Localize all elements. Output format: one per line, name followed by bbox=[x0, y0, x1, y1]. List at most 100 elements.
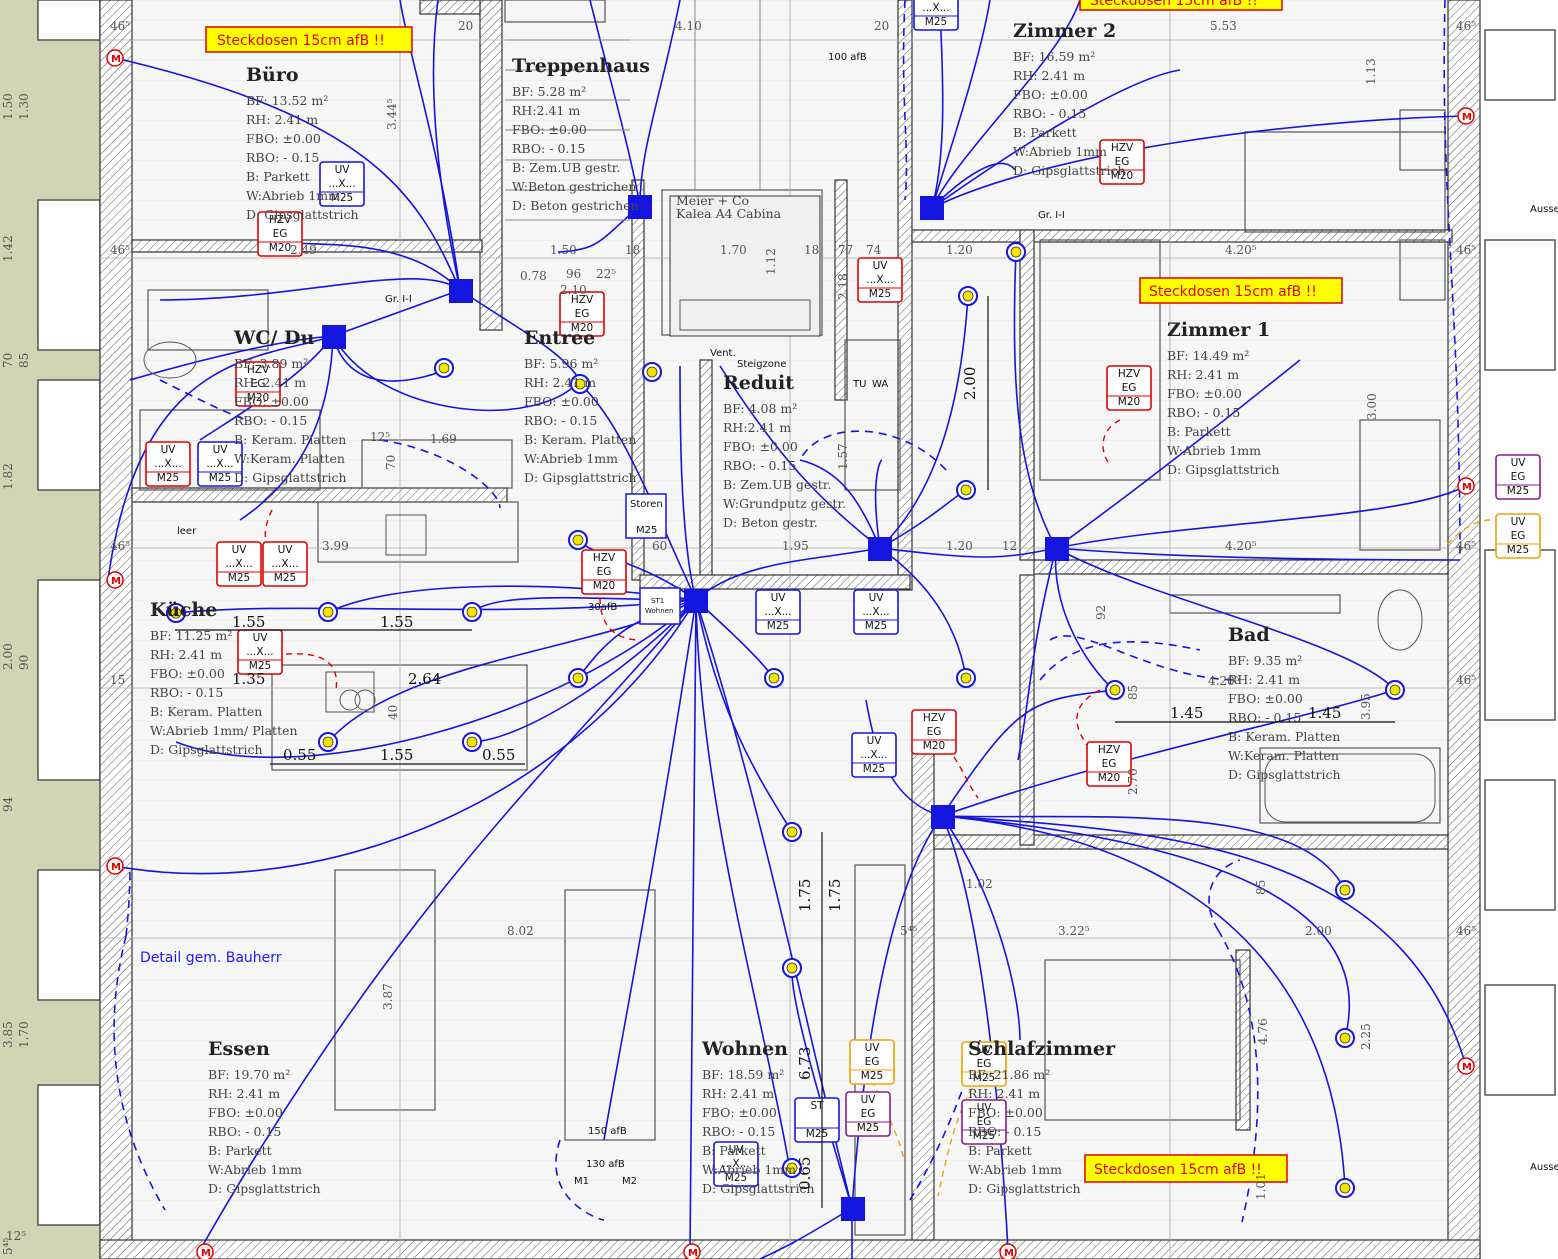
room-info-line: BF: 16.59 m² bbox=[1013, 49, 1095, 64]
room-info-line: D: Gipsglattstrich bbox=[246, 207, 359, 222]
light-fixture-icon bbox=[1105, 680, 1125, 700]
marker-letter: M bbox=[1462, 482, 1472, 493]
junction-boxes bbox=[322, 195, 1069, 1221]
side-dimension: 1.70 bbox=[17, 1021, 31, 1048]
box-text: EG bbox=[1102, 758, 1117, 770]
room-info-line: BF: 19.70 m² bbox=[208, 1067, 290, 1082]
dimension-label: 46⁵ bbox=[1456, 924, 1476, 938]
dimension-label: 40 bbox=[386, 705, 400, 720]
dimension-label: 20 bbox=[458, 19, 473, 33]
box-text: HZV bbox=[1111, 142, 1134, 154]
gr-label-2: Gr. I-I bbox=[1038, 210, 1065, 221]
dimension-label: 1.55 bbox=[232, 613, 265, 631]
room-info-line: FBO: ±0.00 bbox=[1167, 386, 1242, 401]
notes: Steckdosen 15cm afB !! Steckdosen 15cm a… bbox=[205, 0, 1343, 1183]
light-fixture-icon bbox=[956, 480, 976, 500]
side-dimension: 5⁴⁵ bbox=[1, 1238, 15, 1255]
box-text: M25 bbox=[973, 1072, 995, 1084]
room-info-line: RBO: - 0.15 bbox=[524, 413, 597, 428]
afb-130: 130 afB bbox=[586, 1159, 625, 1170]
dimension-label: 2.00 bbox=[1305, 924, 1332, 938]
room-info-line: B: Keram. Platten bbox=[150, 704, 262, 719]
dimension-label: 0.65 bbox=[796, 1157, 814, 1190]
uv-box: UV...X...M25 bbox=[851, 732, 897, 778]
box-text: ST bbox=[810, 1100, 824, 1112]
box-text: ...X... bbox=[862, 606, 889, 618]
room-info-line: B: Parkett bbox=[702, 1143, 766, 1158]
marker-letter: M bbox=[111, 54, 121, 65]
box-text: UV bbox=[977, 1044, 993, 1056]
box-text: M20 bbox=[1098, 772, 1120, 784]
light-fixture-icon bbox=[318, 602, 338, 622]
side-dimension: 3.85 bbox=[1, 1021, 15, 1048]
box-text: M25 bbox=[806, 1128, 828, 1140]
box-text: EG bbox=[575, 308, 590, 320]
box-text: UV bbox=[771, 592, 787, 604]
dimension-label: 0.55 bbox=[283, 746, 316, 764]
ausse-label-2: Ausse bbox=[1530, 1162, 1558, 1173]
light-fixture-icon bbox=[1335, 1028, 1355, 1048]
box-text: ...X... bbox=[246, 646, 273, 658]
dimension-label: 46⁵ bbox=[1456, 19, 1476, 33]
room-info-line: RBO: - 0.15 bbox=[208, 1124, 281, 1139]
motor-marker-icon: M bbox=[999, 1243, 1017, 1259]
uv-box: UV...X...M25 bbox=[755, 589, 801, 635]
room-info-line: FBO: ±0.00 bbox=[234, 394, 309, 409]
room-info-line: W:Keram. Platten bbox=[1228, 748, 1339, 763]
room-name: Reduit bbox=[723, 372, 794, 394]
dimension-label: 1.55 bbox=[380, 613, 413, 631]
motor-marker-icon: M bbox=[106, 857, 124, 875]
room-info-line: RBO: - 0.15 bbox=[1167, 405, 1240, 420]
box-text: M20 bbox=[269, 242, 291, 254]
box-text: M20 bbox=[593, 580, 615, 592]
dimension-label: 1.75 bbox=[796, 879, 814, 912]
box-text: M25 bbox=[869, 288, 891, 300]
box-text: M20 bbox=[1111, 170, 1133, 182]
room-info-line: RH: 2.41 m bbox=[524, 375, 596, 390]
room-info-line: BF: 13.52 m² bbox=[246, 93, 328, 108]
st-box: ST M25 bbox=[794, 1097, 840, 1143]
dimension-label: 12⁵ bbox=[6, 1229, 26, 1243]
uv-box: UV...X...M25 bbox=[262, 541, 308, 587]
box-text: EG bbox=[1511, 471, 1526, 483]
partition-lines bbox=[139, 0, 1446, 1236]
room-name: Büro bbox=[246, 64, 299, 86]
note-2: Steckdosen 15cm afB !! bbox=[1149, 284, 1317, 300]
side-dimension: 1.50 bbox=[1, 93, 15, 120]
box-text: UV bbox=[278, 544, 294, 556]
room-info-line: FBO: ±0.00 bbox=[150, 666, 225, 681]
room-info-line: D: Gipsglattstrich bbox=[234, 470, 347, 485]
light-fixture-icon bbox=[782, 1158, 802, 1178]
light-fixture-icon bbox=[166, 603, 186, 623]
light-fixture-icon bbox=[1335, 1178, 1355, 1198]
dimension-label: 4.20⁵ bbox=[1225, 539, 1257, 553]
dimension-label: 5.53 bbox=[1210, 19, 1237, 33]
box-text: EG bbox=[865, 1056, 880, 1068]
uv-box: UV...X...M25 bbox=[145, 441, 191, 487]
box-text: M25 bbox=[274, 572, 296, 584]
room-name: Zimmer 2 bbox=[1013, 20, 1116, 42]
light-fixture-icon bbox=[570, 374, 590, 394]
box-text: M20 bbox=[1118, 396, 1140, 408]
room-info-line: RBO: - 0.15 bbox=[234, 413, 307, 428]
box-text: HZV bbox=[593, 552, 616, 564]
note-4: Steckdosen 15cm afB !! bbox=[1090, 0, 1258, 9]
box-text: M25 bbox=[863, 763, 885, 775]
box-text: M25 bbox=[1507, 485, 1529, 497]
light-fixture-icon bbox=[1006, 242, 1026, 262]
box-text: UV bbox=[869, 592, 885, 604]
box-text: EG bbox=[1115, 156, 1130, 168]
dimension-label: 1.95 bbox=[782, 539, 809, 553]
dimension-label: 18 bbox=[804, 243, 819, 257]
box-text: HZV bbox=[1118, 368, 1141, 380]
room-info-line: RH: 2.41 m bbox=[150, 647, 222, 662]
misc-labels: Detail gem. Bauherr Ausse Ausse Steigzon… bbox=[140, 52, 1558, 1187]
room-info-line: W:Abrieb 1mm bbox=[702, 1162, 796, 1177]
